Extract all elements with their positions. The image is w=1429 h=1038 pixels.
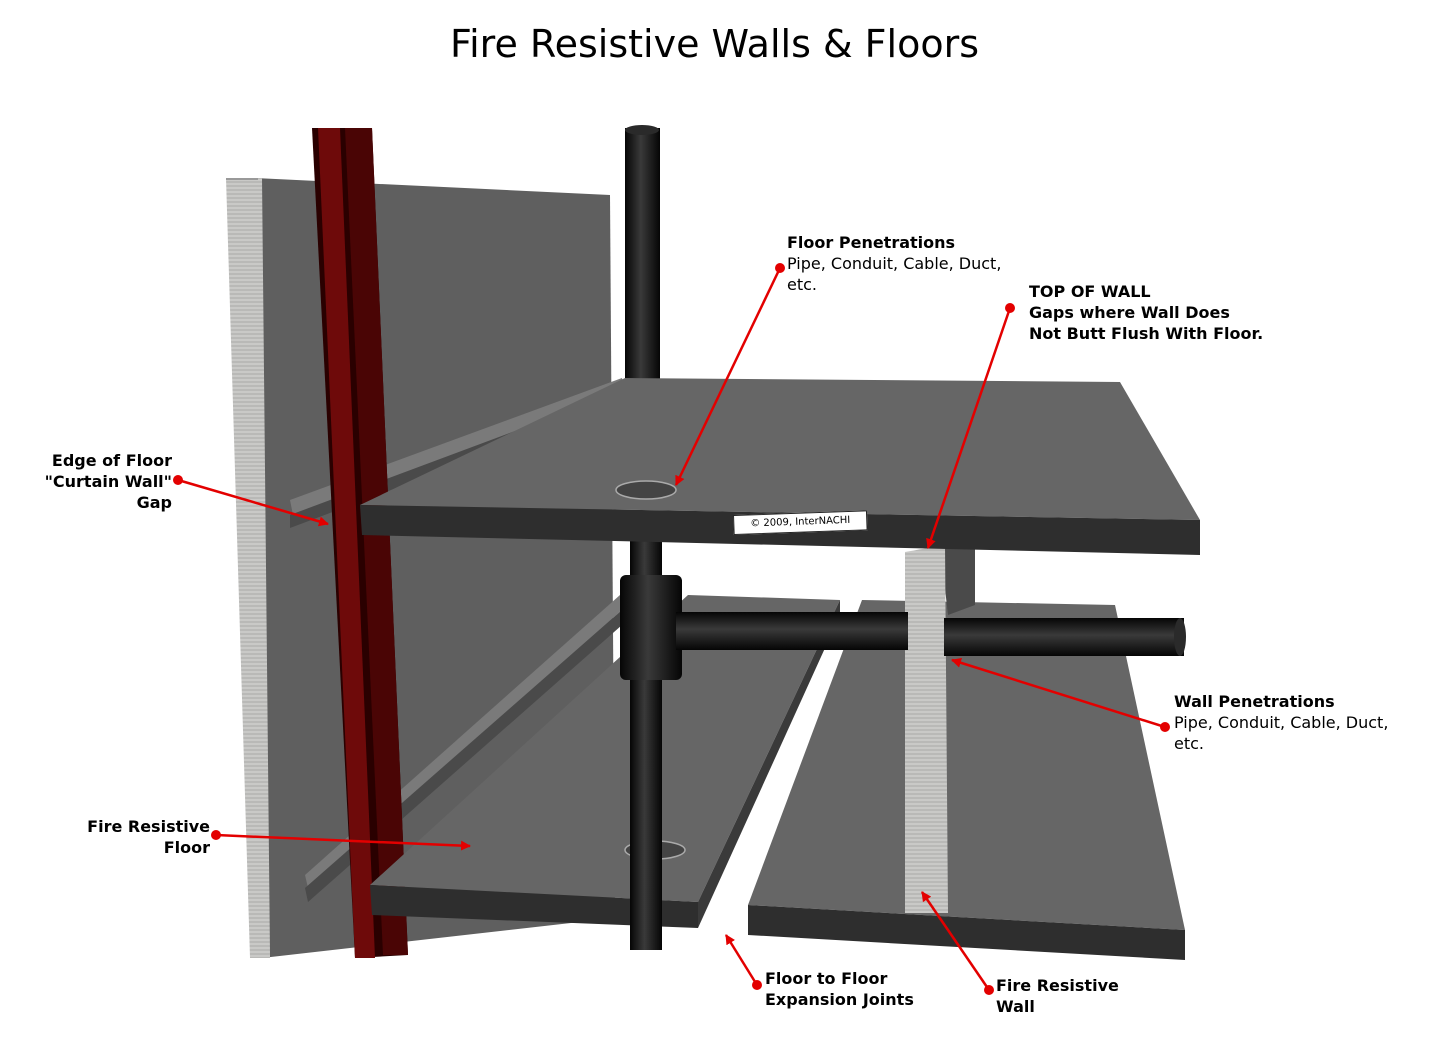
horizontal-pipe	[676, 612, 1186, 656]
label-floor-penetrations: Floor Penetrations Pipe, Conduit, Cable,…	[787, 232, 1001, 295]
fire-resistive-wall	[905, 545, 975, 913]
label-line: etc.	[787, 275, 817, 294]
label-line: Not Butt Flush With Floor.	[1029, 324, 1264, 343]
label-wall-penetrations: Wall Penetrations Pipe, Conduit, Cable, …	[1174, 691, 1388, 754]
label-fire-resistive-wall: Fire Resistive Wall	[996, 975, 1119, 1017]
label-line: Pipe, Conduit, Cable, Duct,	[1174, 713, 1389, 732]
label-heading: Wall Penetrations	[1174, 692, 1335, 711]
label-line: Edge of Floor	[51, 451, 172, 470]
label-line: "Curtain Wall"	[44, 472, 172, 491]
steel-column	[312, 128, 408, 958]
label-fire-resistive-floor: Fire Resistive Floor	[40, 816, 210, 858]
diagram-title: Fire Resistive Walls & Floors	[450, 22, 979, 66]
label-line: Pipe, Conduit, Cable, Duct,	[787, 254, 1002, 273]
label-top-of-wall: TOP OF WALL Gaps where Wall Does Not But…	[1029, 281, 1263, 344]
label-line: Fire Resistive	[87, 817, 210, 836]
label-line: Fire Resistive	[996, 976, 1119, 995]
label-line: Floor to Floor	[765, 969, 888, 988]
label-line: etc.	[1174, 734, 1204, 753]
label-expansion-joints: Floor to Floor Expansion Joints	[765, 968, 914, 1010]
lower-floor-slab-left	[370, 595, 840, 928]
label-line: Gaps where Wall Does	[1029, 303, 1230, 322]
label-heading: TOP OF WALL	[1029, 282, 1151, 301]
callout-arrows	[173, 263, 1170, 995]
label-line: Wall	[996, 997, 1035, 1016]
lower-floor-slab-right	[748, 600, 1185, 960]
label-heading: Floor Penetrations	[787, 233, 956, 252]
label-line: Gap	[136, 493, 172, 512]
label-edge-of-floor: Edge of Floor "Curtain Wall" Gap	[10, 450, 172, 513]
label-line: Floor	[163, 838, 210, 857]
label-line: Expansion Joints	[765, 990, 914, 1009]
